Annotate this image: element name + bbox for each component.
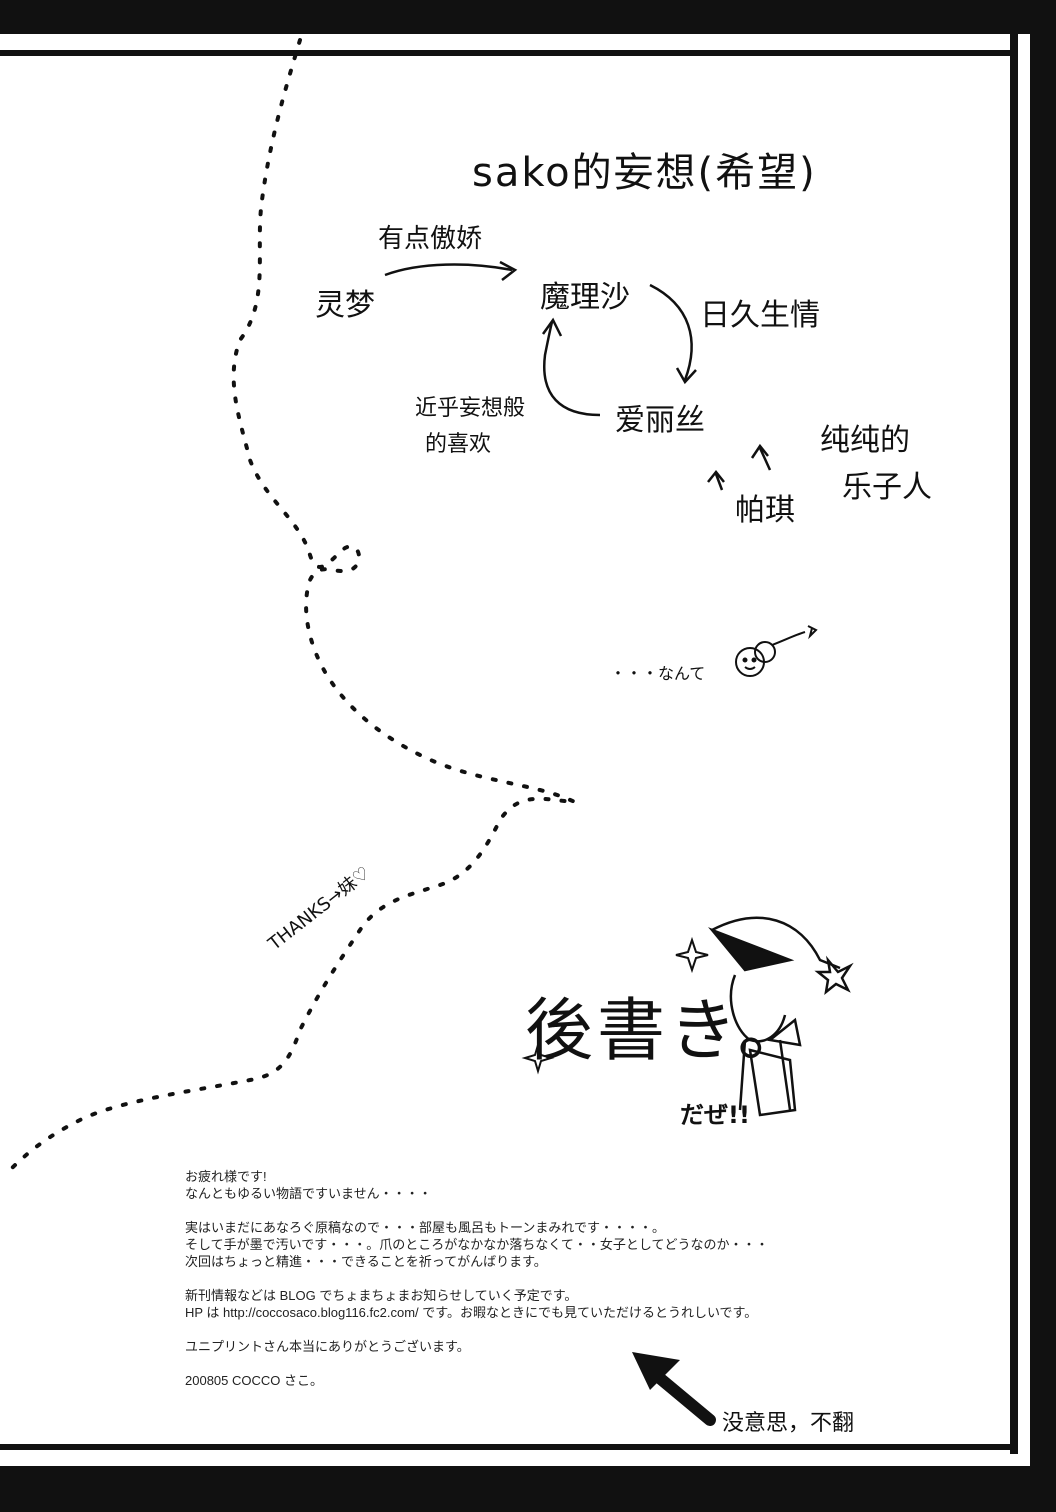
arrow-marisa-alice xyxy=(649,283,693,381)
top-rule xyxy=(0,50,1010,56)
top-border xyxy=(0,0,1056,34)
note-line: お疲れ様です! xyxy=(185,1169,267,1184)
arrow-head-3 xyxy=(541,317,563,337)
edge-marisa-alice-label: 日久生情 xyxy=(700,298,820,333)
chibi-face-doodle xyxy=(735,625,818,677)
nante-text: ・・・なんて xyxy=(610,664,706,683)
note-line-url: HP は http://coccosaco.blog116.fc2.com/ で… xyxy=(185,1305,758,1320)
arrow-alice-marisa xyxy=(543,321,601,417)
note-line xyxy=(185,1202,768,1219)
note-line: 新刊情報などは BLOG でちょまちょまお知らせしていく予定です。 xyxy=(185,1288,578,1303)
witch-doodle xyxy=(708,916,854,1117)
right-border-outer xyxy=(1010,34,1018,1454)
note-line xyxy=(185,1355,768,1372)
arrow-up-2 xyxy=(750,443,772,471)
node-marisa: 魔理沙 xyxy=(540,280,630,315)
afterword-title: 後書き。 xyxy=(525,992,810,1071)
note-line: なんともゆるい物語ですいません・・・・ xyxy=(185,1186,432,1201)
note-line xyxy=(185,1321,768,1338)
bottom-border xyxy=(0,1466,1056,1512)
afterword-notes: お疲れ様です! なんともゆるい物語ですいません・・・・ 実はいまだにあなろぐ原稿… xyxy=(185,1168,768,1389)
diagram-title: sako的妄想(希望) xyxy=(472,150,817,196)
daze-text: だぜ!! xyxy=(680,1101,750,1129)
note-line: 実はいまだにあなろぐ原稿なので・・・部屋も風呂もトーンまみれです・・・・。 xyxy=(185,1220,665,1235)
note-signature: 200805 COCCO さこ。 xyxy=(185,1373,323,1388)
note-line: そして手が墨で汚いです・・・。爪のところがなかなか落ちなくて・・女子としてどうな… xyxy=(185,1237,769,1252)
bottom-rule xyxy=(0,1444,1010,1450)
edge-alice-marisa-label-1: 近乎妄想般 xyxy=(415,396,526,421)
pure-label: 纯纯的 xyxy=(820,423,910,458)
sparkle-2 xyxy=(521,1041,555,1075)
node-alice: 爱丽丝 xyxy=(615,403,705,438)
arrow-reimu-marisa xyxy=(384,263,513,277)
dotted-path xyxy=(8,38,576,1172)
right-border-inner xyxy=(1030,34,1056,1512)
translator-note: 没意思，不翻 xyxy=(722,1411,855,1436)
arrow-up-1 xyxy=(707,469,725,491)
pointer-arrow xyxy=(632,1352,716,1426)
sparkle-1 xyxy=(675,936,709,974)
note-line: ユニプリントさん本当にありがとうございます。 xyxy=(185,1339,470,1354)
node-pure-kid: 乐子人 xyxy=(842,470,932,505)
node-nitori: 帕琪 xyxy=(735,493,795,528)
arrow-head-1 xyxy=(499,260,518,281)
edge-alice-marisa-label-2: 的喜欢 xyxy=(425,432,492,457)
node-reimu: 灵梦 xyxy=(315,288,375,323)
edge-reimu-marisa-label: 有点傲娇 xyxy=(378,224,483,254)
arrow-head-2 xyxy=(675,367,697,385)
note-line: 次回はちょっと精進・・・できることを祈ってがんばります。 xyxy=(185,1254,547,1269)
note-line xyxy=(185,1270,768,1287)
